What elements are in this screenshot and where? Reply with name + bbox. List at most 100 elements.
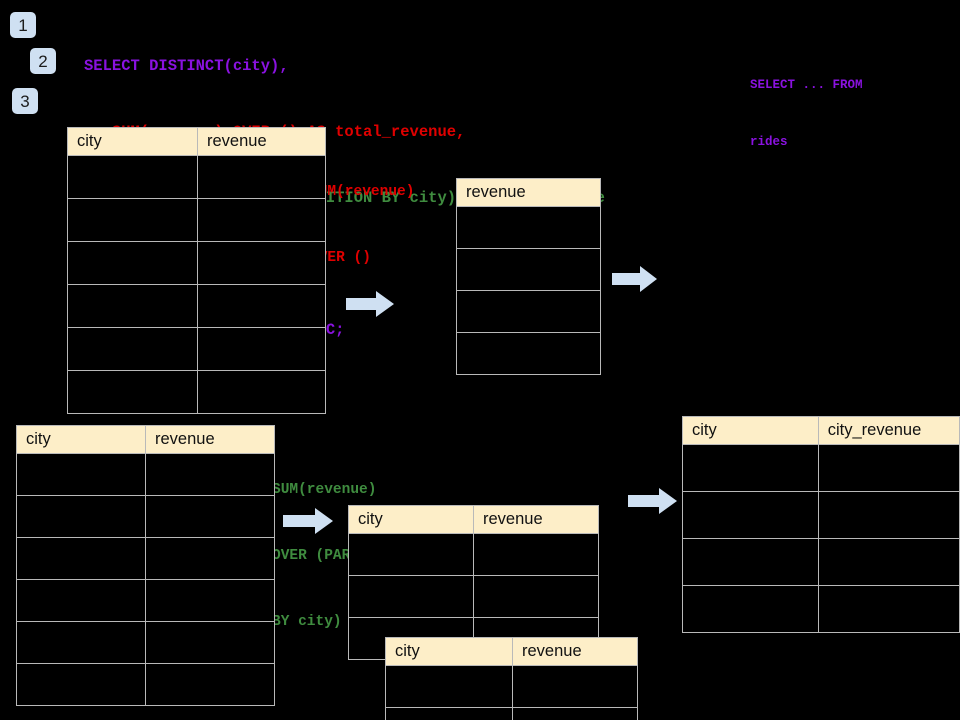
table-row — [16, 579, 275, 622]
table-header-row: revenue — [456, 178, 601, 207]
column-header-revenue: revenue — [197, 127, 326, 156]
table-rides-source-bottom: city revenue — [16, 425, 275, 706]
column-header-revenue: revenue — [456, 178, 601, 207]
sql-side-note-line-2: rides — [750, 135, 788, 149]
table-cell — [456, 206, 601, 249]
table-row — [16, 663, 275, 706]
annotation-sum-over-empty-line-1: SUM(revenue) — [310, 184, 415, 200]
table-row — [16, 537, 275, 580]
table-row — [67, 198, 326, 242]
table-row — [67, 370, 326, 414]
table-cell — [456, 290, 601, 333]
column-header-city: city — [385, 637, 513, 666]
table-cell — [512, 665, 638, 708]
table-header-row: city city_revenue — [682, 416, 960, 445]
table-header-row: city revenue — [67, 127, 326, 156]
table-row — [456, 332, 601, 375]
sql-line-select: SELECT DISTINCT(city), — [84, 57, 289, 75]
table-total-revenue: revenue — [456, 178, 601, 375]
table-row — [67, 284, 326, 328]
table-final-result: city city_revenue — [682, 416, 960, 633]
table-row — [385, 665, 638, 708]
table-cell — [682, 538, 819, 586]
table-cell — [16, 621, 146, 664]
sql-side-note-line-1: SELECT ... FROM — [750, 78, 863, 92]
table-cell — [16, 453, 146, 496]
step-badge-2-label: 2 — [38, 51, 48, 71]
table-cell — [197, 241, 326, 285]
table-cell — [16, 495, 146, 538]
table-row — [456, 206, 601, 249]
table-row — [682, 444, 960, 492]
table-row — [16, 453, 275, 496]
table-header-row: city revenue — [385, 637, 638, 666]
table-row — [456, 248, 601, 291]
table-row — [67, 241, 326, 285]
table-row — [682, 491, 960, 539]
table-cell — [197, 155, 326, 199]
table-cell — [197, 327, 326, 371]
step-badge-1-label: 1 — [18, 15, 28, 35]
table-row — [67, 327, 326, 371]
table-rides-source-top: city revenue — [67, 127, 326, 414]
arrow-right-icon-bottom-right — [628, 488, 677, 514]
table-cell — [682, 585, 819, 633]
column-header-revenue: revenue — [473, 505, 599, 534]
table-cell — [145, 663, 275, 706]
table-cell — [16, 537, 146, 580]
column-header-city: city — [682, 416, 819, 445]
table-row — [348, 533, 599, 576]
step-badge-1: 1 — [10, 12, 36, 38]
table-cell — [16, 663, 146, 706]
table-cell — [473, 575, 599, 618]
table-cell — [348, 533, 474, 576]
table-row — [456, 290, 601, 333]
table-cell — [67, 241, 198, 285]
table-cell — [348, 575, 474, 618]
step-badge-3: 3 — [12, 88, 38, 114]
annotation-sum-over-partition-line-3: BY city) — [272, 614, 342, 630]
table-row — [67, 155, 326, 199]
table-cell — [67, 198, 198, 242]
table-cell — [145, 579, 275, 622]
table-partition-group-b: city revenue — [385, 637, 638, 720]
table-cell — [67, 327, 198, 371]
table-cell — [67, 155, 198, 199]
column-header-revenue: revenue — [145, 425, 275, 454]
table-cell — [145, 537, 275, 580]
table-row — [348, 575, 599, 618]
column-header-revenue: revenue — [512, 637, 638, 666]
column-header-city: city — [16, 425, 146, 454]
table-header-row: city revenue — [16, 425, 275, 454]
table-cell — [197, 370, 326, 414]
step-badge-2: 2 — [30, 48, 56, 74]
annotation-sum-over-partition-line-1: SUM(revenue) — [272, 482, 377, 498]
column-header-city: city — [67, 127, 198, 156]
table-cell — [67, 370, 198, 414]
table-row — [682, 585, 960, 633]
arrow-right-icon-bottom-left — [283, 508, 333, 534]
table-cell — [16, 579, 146, 622]
table-row — [16, 495, 275, 538]
table-cell — [682, 444, 819, 492]
table-cell — [145, 453, 275, 496]
sql-side-note: SELECT ... FROM rides — [750, 38, 863, 190]
table-cell — [197, 198, 326, 242]
table-cell — [385, 707, 513, 720]
table-row — [682, 538, 960, 586]
table-cell — [473, 533, 599, 576]
table-cell — [682, 491, 819, 539]
table-header-row: city revenue — [348, 505, 599, 534]
table-cell — [197, 284, 326, 328]
arrow-right-icon-top-left — [346, 291, 394, 317]
table-cell — [456, 332, 601, 375]
table-cell — [817, 444, 960, 492]
column-header-city-revenue: city_revenue — [817, 416, 960, 445]
table-cell — [385, 665, 513, 708]
table-cell — [67, 284, 198, 328]
table-cell — [817, 491, 960, 539]
table-cell — [456, 248, 601, 291]
table-row — [16, 621, 275, 664]
table-row — [385, 707, 638, 720]
